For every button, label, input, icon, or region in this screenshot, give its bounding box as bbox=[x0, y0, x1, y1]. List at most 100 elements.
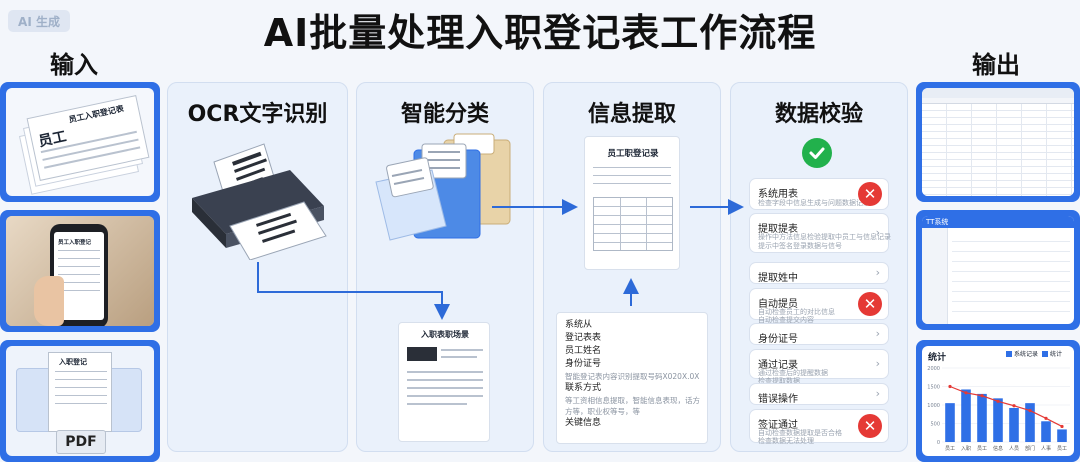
line-point bbox=[964, 391, 968, 395]
bar bbox=[961, 389, 971, 442]
info-item-sub: 智能登记表内容识别提取号码X020X.0X bbox=[565, 372, 700, 381]
x-tick-label: 入职 bbox=[961, 446, 971, 452]
info-item: 身份证号 bbox=[565, 359, 602, 369]
check-item-label: 错误操作 bbox=[758, 394, 798, 405]
check-item-sub: 通过检查后的提醒数据 检查提取数据 bbox=[758, 369, 828, 385]
watermark-text: AI 生成 bbox=[18, 14, 60, 29]
x-icon: ✕ bbox=[858, 182, 882, 206]
pdf-badge: PDF bbox=[56, 430, 106, 454]
pdf-document: 入职登记 bbox=[48, 352, 112, 432]
y-tick-label: 2000 bbox=[927, 366, 940, 372]
legend-swatch bbox=[1042, 351, 1048, 357]
check-icon bbox=[802, 138, 832, 168]
extract-doc-title: 员工职登记录 bbox=[607, 149, 659, 159]
info-item: 系统从 bbox=[565, 320, 593, 330]
hand bbox=[34, 276, 64, 326]
output-label: 输出 bbox=[972, 51, 1020, 79]
x-tick-label: 部门 bbox=[1025, 445, 1035, 452]
check-item-sub: 自动检查员工的对比信息 自动检查提交内容 bbox=[758, 308, 835, 324]
form-title: 员工入职登记表 bbox=[67, 104, 125, 125]
chevron-right-icon: › bbox=[875, 226, 880, 239]
info-item: 联系方式 bbox=[565, 383, 602, 393]
chevron-right-icon: › bbox=[875, 327, 880, 340]
stage-panel-ocr bbox=[167, 82, 348, 452]
statistics-chart: 0500100015002000员工入职员工信息人员部门人事员工 bbox=[927, 366, 1070, 452]
check-item-label: 通过记录 bbox=[758, 360, 798, 371]
y-tick-label: 0 bbox=[937, 440, 940, 446]
ocr-output-doc-title: 入职表职场景 bbox=[421, 330, 469, 339]
bar bbox=[945, 403, 955, 442]
check-item-label: 系统用表 bbox=[758, 189, 798, 200]
spreadsheet bbox=[922, 88, 1074, 196]
hr-app-window: TT系统 bbox=[922, 216, 1074, 324]
chevron-right-icon: › bbox=[875, 387, 880, 400]
stage-title-ocr: OCR文字识别 bbox=[187, 102, 328, 127]
x-icon: ✕ bbox=[858, 292, 882, 316]
info-item: 关键信息 bbox=[565, 418, 602, 428]
line-point bbox=[1044, 416, 1048, 420]
y-tick-label: 1500 bbox=[927, 385, 940, 391]
line-point bbox=[996, 399, 1000, 403]
check-item-label: 自动提员 bbox=[758, 299, 798, 310]
line-point bbox=[980, 394, 984, 398]
check-item-label: 提取提表 bbox=[758, 224, 798, 235]
info-list-card: 系统从 登记表表 员工姓名 身份证号 智能登记表内容识别提取号码X020X.0X… bbox=[556, 312, 708, 444]
page-title: AI批量处理入职登记表工作流程 bbox=[263, 11, 817, 55]
x-icon: ✕ bbox=[858, 414, 882, 438]
bar bbox=[1025, 403, 1035, 442]
chart-title: 统计 bbox=[928, 353, 947, 363]
check-item[interactable]: 提取提表 操作中方法信息检验提取中员工与信息记录 提示中签名登录数据与信号 › bbox=[749, 213, 891, 253]
check-item-label: 提取姓中 bbox=[758, 273, 798, 284]
input-tile-paper-forms: 员工入职登记表 员工 bbox=[0, 82, 160, 202]
check-item-label: 身份证号 bbox=[758, 334, 798, 345]
line-series bbox=[949, 385, 1063, 427]
x-tick-label: 员工 bbox=[945, 446, 955, 452]
check-item[interactable]: 身份证号 › bbox=[749, 323, 889, 345]
printer-icon bbox=[192, 143, 327, 260]
legend-swatch bbox=[1006, 351, 1012, 357]
x-tick-label: 人事 bbox=[1041, 445, 1051, 452]
bar bbox=[977, 393, 987, 442]
line-point bbox=[948, 384, 952, 389]
x-tick-label: 员工 bbox=[1057, 446, 1067, 452]
check-item-sub: 检查字段中信息生成与问题数据记录 bbox=[758, 199, 870, 207]
check-item[interactable]: 提取姓中 › bbox=[749, 262, 889, 284]
bar bbox=[1057, 429, 1067, 442]
check-item[interactable]: 错误操作 › bbox=[749, 383, 889, 405]
chevron-right-icon: › bbox=[875, 357, 880, 370]
check-item-error[interactable]: 签证通过 自动检查数据提取是否合格 检查数据无法处理 ✕ bbox=[749, 409, 889, 445]
folders-icon bbox=[375, 133, 511, 241]
check-item-label: 签证通过 bbox=[758, 420, 798, 431]
check-item-error[interactable]: 自动提员 自动检查员工的对比信息 自动检查提交内容 ✕ bbox=[749, 288, 889, 324]
ocr-output-document: 入职表职场景 bbox=[398, 322, 490, 442]
output-tile-app: TT系统 bbox=[916, 210, 1080, 330]
y-tick-label: 1000 bbox=[927, 403, 940, 409]
input-label: 输入 bbox=[50, 51, 98, 79]
info-item: 登记表表 bbox=[565, 333, 602, 343]
x-tick-label: 人员 bbox=[1009, 446, 1019, 452]
legend-label: 系统记录 bbox=[1014, 351, 1039, 358]
bar bbox=[1009, 407, 1019, 442]
bar bbox=[1041, 421, 1051, 442]
legend-label: 统计 bbox=[1050, 351, 1063, 358]
check-item-sub: 自动检查数据提取是否合格 检查数据无法处理 bbox=[758, 429, 842, 445]
check-item[interactable]: 通过记录 通过检查后的提醒数据 检查提取数据 › bbox=[749, 349, 889, 385]
x-tick-label: 员工 bbox=[977, 446, 987, 452]
app-title: TT系统 bbox=[922, 216, 1074, 228]
extract-table bbox=[593, 197, 673, 251]
input-tile-pdf: 入职登记 PDF bbox=[0, 340, 160, 462]
pdf-doc-title: 入职登记 bbox=[59, 358, 87, 366]
stage-title-validate: 数据校验 bbox=[774, 102, 863, 127]
line-point bbox=[1012, 404, 1016, 408]
input-tile-phone-photo: 员工入职登记 bbox=[0, 210, 160, 332]
phone-photo: 员工入职登记 bbox=[6, 216, 154, 326]
output-tile-spreadsheet bbox=[916, 82, 1080, 202]
info-item-sub: 等工资相信息提取，智能信息表现，话方方等，职业权等号，等 bbox=[565, 396, 700, 416]
phone-doc-title: 员工入职登记 bbox=[58, 240, 92, 246]
line-point bbox=[1028, 408, 1032, 413]
paper-stack: 员工入职登记表 员工 bbox=[6, 88, 154, 196]
x-tick-label: 信息 bbox=[993, 445, 1003, 452]
check-item-error[interactable]: 系统用表 检查字段中信息生成与问题数据记录 ✕ bbox=[749, 178, 889, 210]
